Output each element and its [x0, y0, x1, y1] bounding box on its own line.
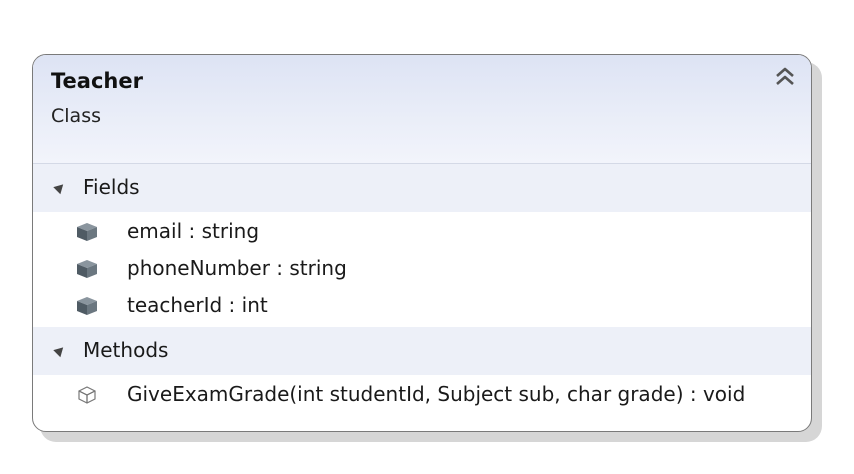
- fields-section-label: Fields: [83, 175, 140, 199]
- methods-section-label: Methods: [83, 338, 169, 362]
- fields-section-header[interactable]: Fields: [33, 164, 811, 212]
- class-name: Teacher: [51, 69, 143, 93]
- field-row[interactable]: teacherId : int: [33, 288, 811, 324]
- field-icon: [75, 295, 99, 317]
- field-text: email : string: [127, 219, 260, 243]
- method-icon: [75, 384, 99, 406]
- chevron-double-up-icon[interactable]: [773, 65, 797, 89]
- expanded-triangle-icon[interactable]: [53, 343, 67, 358]
- class-shape[interactable]: Teacher Class Fields email : string: [32, 54, 812, 432]
- method-text: GiveExamGrade(int studentId, Subject sub…: [127, 382, 746, 406]
- class-kind: Class: [51, 105, 101, 127]
- field-icon: [75, 258, 99, 280]
- field-text: phoneNumber : string: [127, 256, 347, 280]
- methods-section-header[interactable]: Methods: [33, 327, 811, 375]
- expanded-triangle-icon[interactable]: [53, 180, 67, 195]
- method-row[interactable]: GiveExamGrade(int studentId, Subject sub…: [33, 377, 811, 413]
- class-header: Teacher Class: [33, 55, 811, 164]
- field-row[interactable]: phoneNumber : string: [33, 251, 811, 287]
- field-icon: [75, 221, 99, 243]
- field-row[interactable]: email : string: [33, 214, 811, 250]
- field-text: teacherId : int: [127, 293, 268, 317]
